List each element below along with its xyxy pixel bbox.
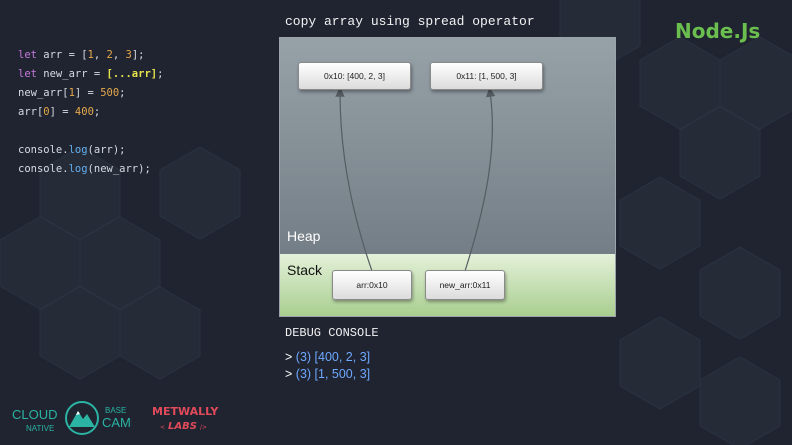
code-token: ; bbox=[93, 106, 101, 118]
code-token: ; bbox=[119, 87, 126, 99]
code-token: (arr); bbox=[87, 144, 126, 156]
code-token: 1 bbox=[87, 49, 94, 61]
code-token: 1 bbox=[68, 87, 75, 99]
heap-node-0x10: 0x10: [400, 2, 3] bbox=[298, 62, 411, 90]
stack-node-arr: arr:0x10 bbox=[332, 270, 412, 300]
svg-text:<: < bbox=[160, 424, 165, 431]
code-token: let bbox=[18, 49, 37, 61]
logo-text: BASE bbox=[105, 406, 126, 415]
console-output: (3) [400, 2, 3] bbox=[295, 350, 371, 364]
code-line bbox=[18, 122, 163, 141]
stack-label: Stack bbox=[287, 262, 323, 278]
arrow-arr-to-0x10 bbox=[335, 87, 373, 272]
logo-text: LABS bbox=[168, 421, 197, 432]
code-token: console. bbox=[18, 163, 69, 175]
code-token: (new_arr); bbox=[87, 163, 151, 175]
code-line: console.log(new_arr); bbox=[18, 160, 163, 179]
svg-text:/>: /> bbox=[200, 424, 207, 431]
logo-text: NATIVE bbox=[26, 424, 54, 433]
code-line: new_arr[1] = 500; bbox=[18, 84, 163, 103]
heap-label: Heap bbox=[287, 228, 321, 244]
code-token: 500 bbox=[100, 87, 120, 99]
code-token: arr = [ bbox=[36, 49, 88, 61]
code-token: ] = bbox=[74, 87, 101, 99]
logo-text: CLOUD bbox=[12, 407, 58, 422]
code-token: arr[ bbox=[18, 106, 44, 118]
memory-diagram: Heap Stack 0x10: [400, 2, 3] 0x11: [1, 5… bbox=[279, 37, 616, 317]
cloud-native-base-camp-logo: CLOUD NATIVE BASE CAMP bbox=[12, 401, 132, 435]
slide-title: copy array using spread operator bbox=[285, 14, 535, 29]
arrow-new-arr-to-0x11 bbox=[464, 87, 496, 272]
code-token: ] = bbox=[49, 106, 75, 118]
console-output-line: > (3) [400, 2, 3] bbox=[285, 350, 370, 364]
stack-node-new-arr: new_arr:0x11 bbox=[425, 270, 505, 300]
code-line: arr[0] = 400; bbox=[18, 103, 163, 122]
code-line: let new_arr = [...arr]; bbox=[18, 65, 163, 84]
code-line: console.log(arr); bbox=[18, 141, 163, 160]
console-output-line: > (3) [1, 500, 3] bbox=[285, 367, 370, 381]
code-token: 0 bbox=[43, 106, 50, 118]
code-token: 2 bbox=[106, 49, 113, 61]
code-token: log bbox=[68, 144, 88, 156]
logo-text: CAMP bbox=[102, 415, 132, 430]
nodejs-brand: Node.Js bbox=[675, 19, 761, 43]
code-token: new_arr[ bbox=[18, 87, 69, 99]
console-output: (3) [1, 500, 3] bbox=[295, 367, 371, 381]
reference-arrows bbox=[335, 87, 496, 272]
console-prompt: > bbox=[285, 367, 296, 381]
code-token: 400 bbox=[74, 106, 94, 118]
metwally-labs-logo: METWALLY < LABS /> bbox=[152, 405, 219, 432]
code-token: ]; bbox=[131, 49, 145, 61]
console-prompt: > bbox=[285, 350, 296, 364]
code-token: let bbox=[18, 68, 37, 80]
debug-console-title: DEBUG CONSOLE bbox=[285, 326, 379, 340]
code-token: new_arr = bbox=[36, 68, 107, 80]
code-token: [...arr] bbox=[106, 68, 158, 80]
code-token: 3 bbox=[125, 49, 132, 61]
code-token: , bbox=[112, 49, 126, 61]
code-token: log bbox=[68, 163, 88, 175]
code-token: console. bbox=[18, 144, 69, 156]
code-line: let arr = [1, 2, 3]; bbox=[18, 46, 163, 65]
logo-text: METWALLY bbox=[152, 405, 219, 418]
code-editor: let arr = [1, 2, 3];let new_arr = [...ar… bbox=[18, 46, 163, 179]
heap-node-0x11: 0x11: [1, 500, 3] bbox=[430, 62, 543, 90]
code-token: ; bbox=[157, 68, 164, 80]
code-token: , bbox=[93, 49, 107, 61]
